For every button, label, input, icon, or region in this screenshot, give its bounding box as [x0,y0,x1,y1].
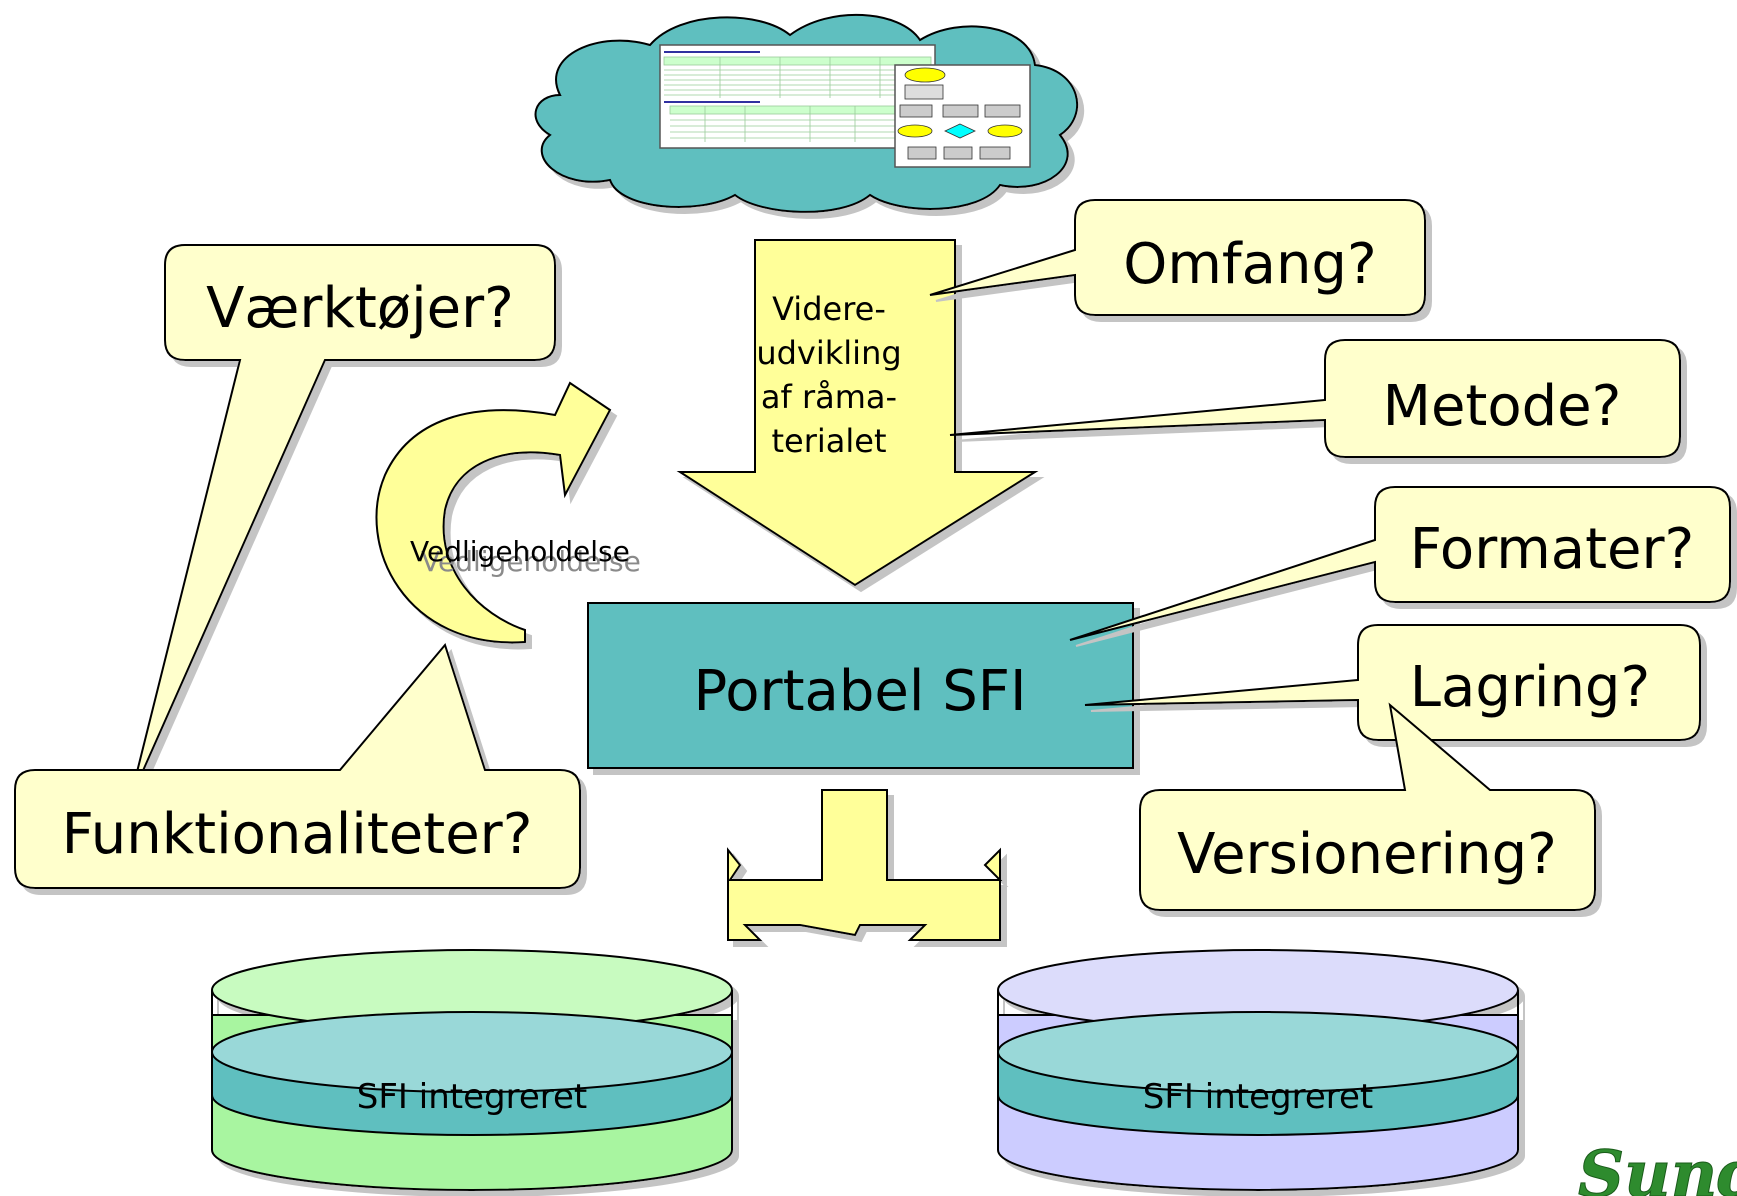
callout-funktionaliteter [14,642,581,889]
portable-sfi-label: Portabel SFI [694,659,1027,724]
development-arrow-line2: udvikling [756,334,901,372]
callout-omfang [929,199,1426,316]
callout-vaerktoejer-text: Værktøjer? [206,276,514,341]
database-left-label: SFI integreret [357,1077,587,1117]
development-arrow [676,239,1039,587]
callout-vaerktoejer [129,244,556,801]
maintenance-label-shadow: Vedligeholdelse [421,545,641,578]
document-thumbnail-flowchart [894,64,1031,168]
callout-omfang-text: Omfang? [1123,232,1376,297]
portable-sfi-box [587,602,1134,769]
split-arrow [727,789,1003,941]
development-arrow-line3: af råma- [761,378,897,416]
callout-metode-text: Metode? [1383,374,1622,439]
callout-lagring-text: Lagring? [1410,655,1650,720]
callout-metode [949,339,1681,458]
database-right [997,949,1519,1191]
database-right-label: SFI integreret [1143,1077,1373,1117]
callout-lagring [1084,624,1701,741]
callout-funktionaliteter-text: Funktionaliteter? [62,802,533,867]
logo-sund: Sund [1578,1137,1737,1196]
callout-versionering [1139,702,1596,911]
callout-formater [1069,486,1731,641]
maintenance-cycle-arrow [375,381,612,644]
callout-formater-text: Formater? [1410,517,1695,582]
callout-versionering-text: Versionering? [1177,822,1557,887]
maintenance-label: Vedligeholdelse [410,535,630,568]
database-left [211,949,733,1191]
document-thumbnail-table [659,44,936,149]
development-arrow-line1: Videre- [772,290,886,328]
development-arrow-line4: terialet [771,422,886,460]
